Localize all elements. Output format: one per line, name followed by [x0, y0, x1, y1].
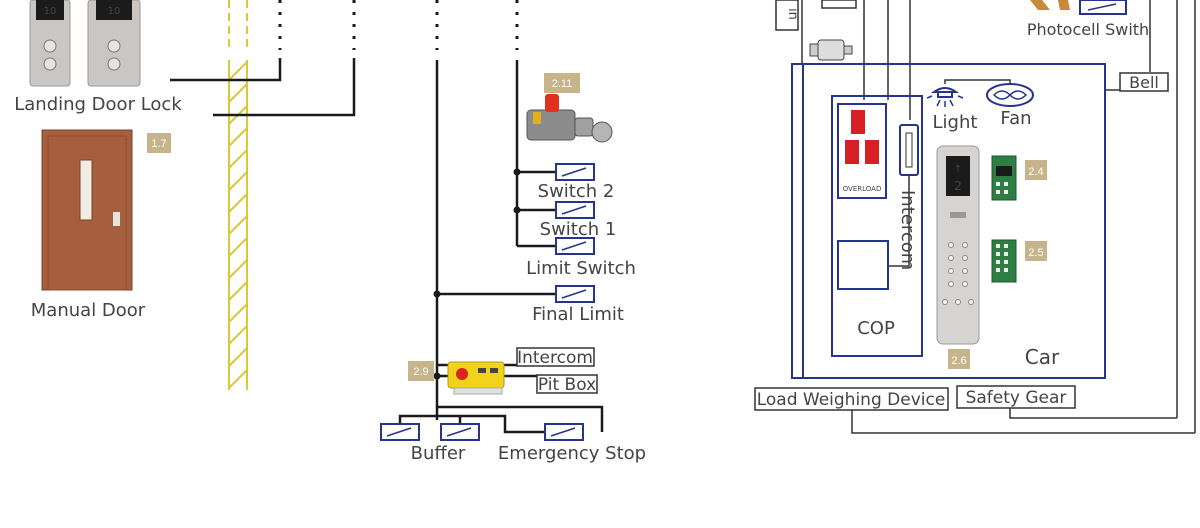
badge-2-6-text: 2.6 [951, 355, 966, 367]
badge-2-9-text: 2.9 [413, 366, 428, 378]
landing-wires [170, 0, 356, 117]
manual-door-icon [41, 129, 133, 291]
photocell-device-icon [1030, 0, 1070, 10]
emergency-stop-symbol [544, 423, 584, 441]
switch-2-symbol [555, 163, 595, 181]
buffer-switch-2-symbol [440, 423, 480, 441]
badge-2-5-text: 2.5 [1028, 247, 1043, 259]
intercom-car-label: Intercom [897, 190, 918, 270]
photocell-switch-symbol [1079, 0, 1127, 15]
partial-top-label: in [785, 8, 800, 20]
cop-box [831, 95, 923, 357]
light-icon [926, 87, 964, 107]
fan-icon [986, 83, 1034, 107]
load-weighing-label: Load Weighing Device [757, 390, 946, 410]
cop-panel-icon: ↑ 2 [936, 145, 980, 345]
landing-door-lock-device-2: 10 [87, 0, 141, 87]
car-frame [791, 63, 1106, 379]
door-motor-icon [809, 39, 853, 61]
badge-1-7-text: 1.7 [151, 138, 166, 150]
car-wiring [775, 0, 1196, 434]
badge-2-4-text: 2.4 [1028, 166, 1043, 178]
bell-box [1119, 72, 1169, 92]
switch-1-label: Switch 1 [540, 219, 617, 240]
svg-text:10: 10 [108, 6, 121, 17]
safety-gear-label: Safety Gear [966, 388, 1067, 408]
buffer-switch-1-symbol [380, 423, 420, 441]
pit-box-label-box [536, 374, 598, 394]
badge-2-11 [544, 73, 580, 93]
badge-1-7 [147, 133, 171, 153]
circuit-board-2-4-icon [991, 155, 1017, 201]
svg-text:10: 10 [44, 6, 57, 17]
cop-label: COP [857, 318, 895, 339]
load-weighing-box [754, 387, 949, 411]
fan-label: Fan [1000, 108, 1031, 129]
limit-switch-label: Limit Switch [526, 258, 636, 279]
limit-switch-symbol [555, 237, 595, 255]
pit-box-device-icon [447, 361, 505, 395]
badge-2-4 [1025, 160, 1047, 180]
pit-box-label: Pit Box [538, 375, 596, 395]
switch-2-label: Switch 2 [538, 181, 615, 202]
landing-door-lock-device-1: 10 [29, 0, 71, 87]
safety-gear-box [956, 385, 1076, 409]
badge-2-9 [408, 361, 434, 381]
manual-door-label: Manual Door [31, 300, 146, 321]
overload-label: OVERLOAD [843, 185, 882, 193]
switch-1-symbol [555, 201, 595, 219]
svg-text:2: 2 [954, 179, 962, 193]
badge-2-6 [948, 349, 970, 369]
final-limit-label: Final Limit [532, 304, 624, 325]
emergency-stop-label: Emergency Stop [498, 443, 646, 464]
circuit-board-2-5-icon [991, 239, 1017, 283]
bell-label: Bell [1129, 73, 1159, 92]
intercom-pit-box [516, 347, 595, 367]
photocell-label: Photocell Swith [1027, 20, 1149, 39]
svg-text:↑: ↑ [954, 164, 962, 175]
intercom-pit-label: Intercom [517, 348, 593, 368]
car-label: Car [1025, 345, 1060, 369]
landing-door-lock-label: Landing Door Lock [14, 94, 182, 115]
hoistway-shaft [228, 0, 248, 390]
final-limit-symbol [555, 285, 595, 303]
badge-2-5 [1025, 241, 1047, 261]
badge-2-11-text: 2.11 [552, 78, 573, 90]
light-label: Light [933, 112, 978, 133]
cop-sub-box [837, 240, 889, 290]
overspeed-device-icon [526, 94, 613, 143]
buffer-label: Buffer [411, 443, 466, 464]
